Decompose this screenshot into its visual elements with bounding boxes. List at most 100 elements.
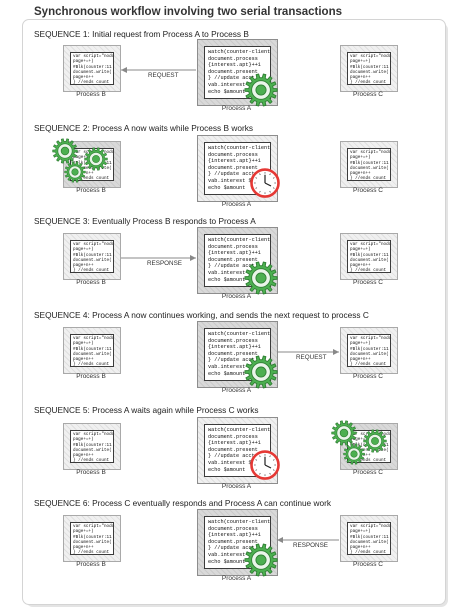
code-line: var script="nodo: [350, 336, 391, 341]
code-line: #Blk(counter:11: [73, 64, 112, 70]
code-line: {interest.apt}++1: [208, 62, 261, 69]
code-line: } //ends count: [350, 550, 387, 555]
process-b-caption: Process B: [76, 279, 106, 286]
code-line: document.present: [208, 350, 258, 357]
code-line: } //ends count: [350, 176, 387, 181]
code-line: echo $amount: [208, 370, 246, 377]
code-line: page+n++: [350, 357, 371, 363]
code-line: page+n++: [73, 75, 94, 81]
code-line: echo $amount: [208, 88, 246, 95]
process-a-caption: Process A: [221, 387, 252, 394]
process-a-screen: watch(counter-client)document.process{in…: [204, 142, 271, 195]
code-line: } //ends count: [350, 362, 387, 367]
code-line: } //ends count: [350, 268, 387, 273]
code-line: page+=+): [73, 437, 94, 443]
code-line: var script="nodo: [350, 242, 391, 247]
code-line: page+n++: [350, 171, 371, 177]
code-line: document.process: [208, 151, 258, 158]
sequence-heading: SEQUENCE 5: Process A waits again while …: [34, 405, 259, 415]
code-line: page+=+): [350, 437, 371, 443]
code-line: watch(counter-client): [208, 427, 271, 433]
code-line: #Blk(counter:11: [350, 252, 389, 258]
code-line: } //ends count: [73, 550, 110, 555]
code-line: document.present: [208, 256, 258, 263]
code-line: var script="nodo: [73, 336, 114, 341]
code-line: page+=+): [350, 155, 371, 161]
code-line: watch(counter-client): [208, 519, 271, 525]
process-c-caption: Process C: [353, 279, 383, 286]
code-line: } //ends count: [73, 268, 110, 273]
code-line: {interest.apt}++1: [208, 250, 261, 257]
code-line: document.present: [208, 68, 258, 75]
code-line: #Blk(counter:11: [73, 534, 112, 540]
sequence-heading: SEQUENCE 2: Process A now waits while Pr…: [34, 123, 254, 133]
code-line: document.write(: [350, 69, 389, 75]
process-c-caption: Process C: [353, 469, 383, 476]
code-line: var script="nodo: [73, 524, 114, 529]
code-line: document.present: [208, 164, 258, 171]
code-line: document.write(: [350, 257, 389, 263]
code-line: #Blk(counter:11: [73, 252, 112, 258]
sequence-heading: SEQUENCE 3: Eventually Process B respond…: [34, 216, 256, 226]
code-line: {interest.apt}++1: [208, 440, 261, 447]
code-line: document.present: [208, 538, 258, 545]
code-line: document.process: [208, 525, 258, 532]
code-line: {interest.apt}++1: [208, 344, 261, 351]
code-line: var script="nodo: [350, 54, 391, 59]
code-line: watch(counter-client): [208, 237, 271, 243]
code-line: page+=+): [73, 247, 94, 253]
code-line: document.write(: [350, 539, 389, 545]
sequence-heading: SEQUENCE 6: Process C eventually respond…: [34, 498, 331, 508]
process-c-caption: Process C: [353, 91, 383, 98]
code-line: #Blk(counter:11: [350, 64, 389, 70]
code-line: #Blk(counter:11: [73, 346, 112, 352]
code-line: {interest.apt}++1: [208, 158, 261, 165]
code-line: } //update acct: [208, 453, 255, 460]
code-line: var script="nodo: [350, 150, 391, 155]
code-line: document.write(: [73, 447, 112, 453]
code-line: watch(counter-client): [208, 331, 271, 337]
code-line: } //ends count: [73, 80, 110, 85]
code-line: document.write(: [73, 539, 112, 545]
code-line: page+=+): [350, 529, 371, 535]
code-line: page+n++: [350, 263, 371, 269]
code-line: page+=+): [73, 529, 94, 535]
code-line: var script="nodo: [73, 54, 114, 59]
diagram-frame: [22, 19, 446, 605]
code-line: #Blk(counter:11: [73, 442, 112, 448]
code-line: document.present: [208, 446, 258, 453]
arrow-label-response: RESPONSE: [293, 542, 328, 549]
code-line: var script="nodo: [73, 242, 114, 247]
code-line: page+n++: [350, 545, 371, 551]
sequence-heading: SEQUENCE 4: Process A now continues work…: [34, 310, 369, 320]
code-line: echo $amount: [208, 558, 246, 565]
process-c-caption: Process C: [353, 187, 383, 194]
code-line: document.process: [208, 433, 258, 440]
arrow-label-request: REQUEST: [148, 72, 179, 79]
code-line: } //ends count: [73, 362, 110, 367]
code-line: document.write(: [73, 351, 112, 357]
code-line: } //update acct: [208, 171, 255, 178]
code-line: } //ends count: [350, 80, 387, 85]
code-line: page+n++: [350, 75, 371, 81]
process-b-caption: Process B: [76, 187, 106, 194]
code-line: page+=+): [73, 341, 94, 347]
